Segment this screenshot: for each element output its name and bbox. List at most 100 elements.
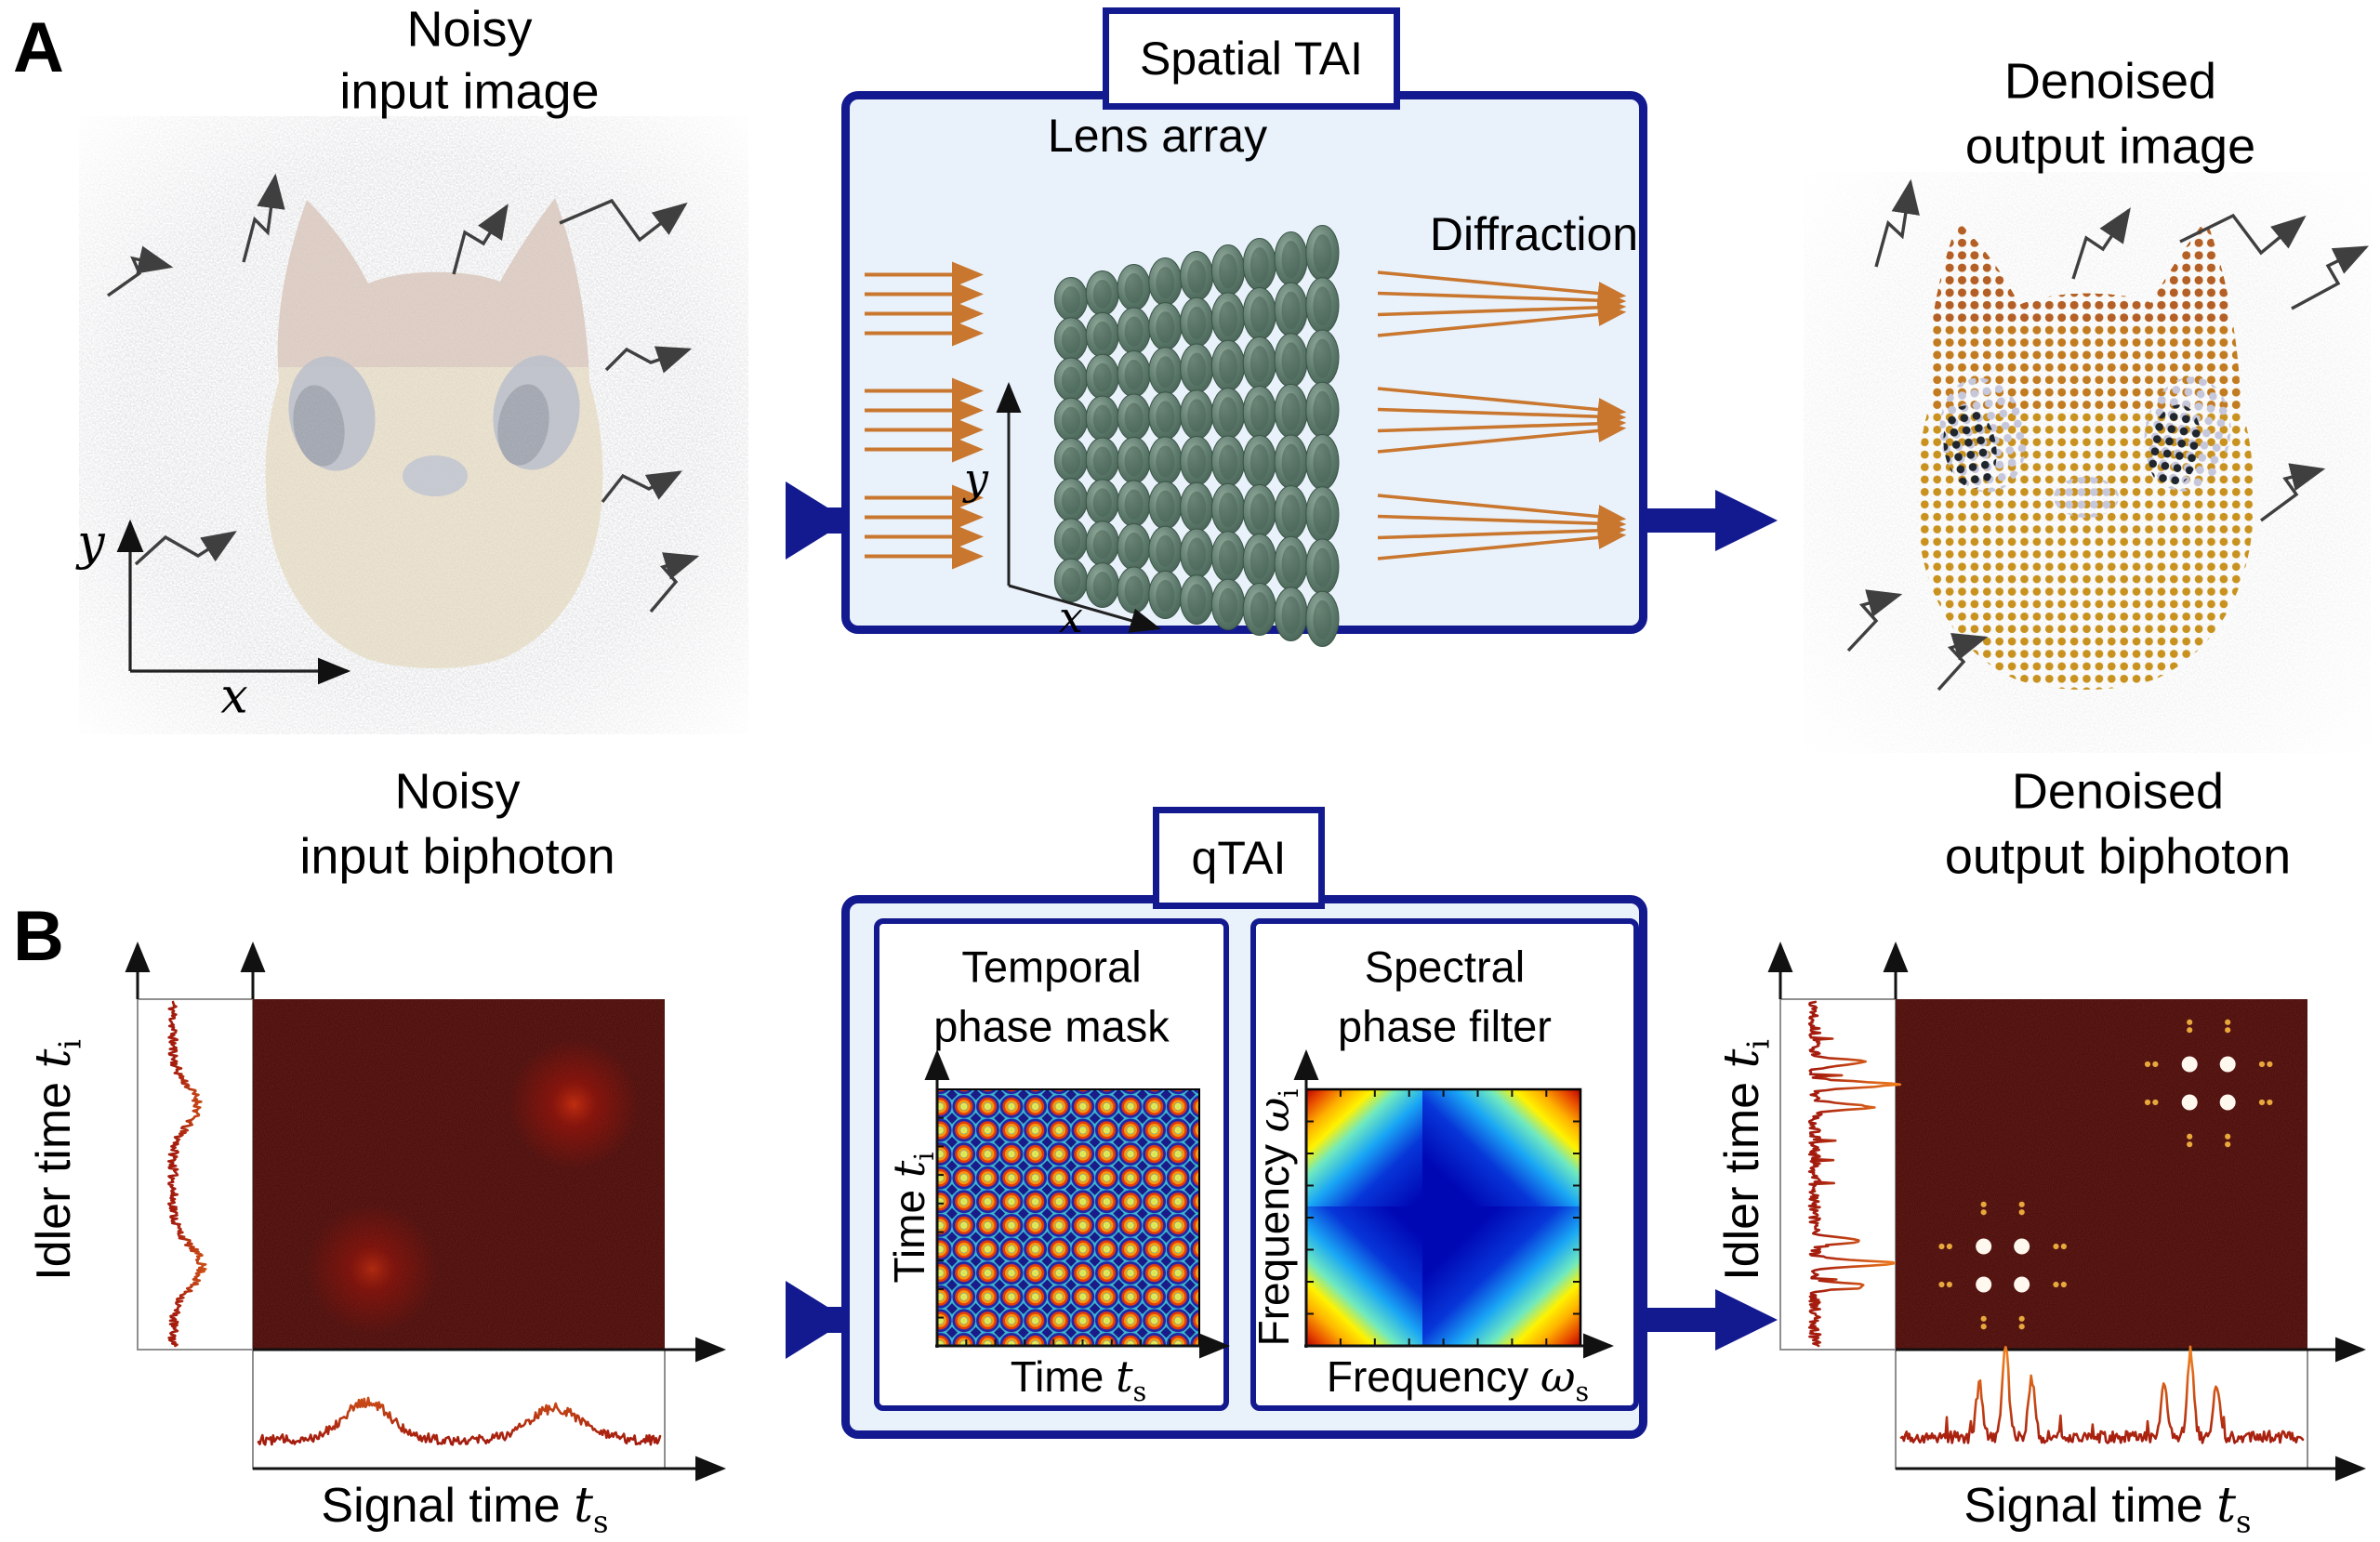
input-biphoton-title-line2: input biphoton [299,828,615,885]
input-image-title-line2: input image [339,63,600,120]
denoised-output-image [1804,172,2371,753]
noise-arrow [601,470,682,504]
output-image-title-line2: output image [1964,118,2256,175]
noise-arrow [242,173,285,263]
axis-text: Signal time [321,1478,575,1533]
axis-sub: s [593,1504,609,1540]
axis-text: Idler time [1714,1068,1769,1281]
temporal-mask-axes [924,1049,1230,1359]
biphoton-blobs [307,1039,640,1335]
noise-arrow [452,204,509,275]
spectral-x-axis-label: Frequency ωs [1327,1354,1589,1406]
axis-sub: i [1740,1039,1777,1049]
temporal-y-axis-label: Time ti [883,1152,941,1284]
noise-arrow [1846,589,1903,652]
denoised-output-biphoton [1767,942,2366,1482]
spectral-title-line2: phase filter [1338,1001,1552,1051]
qtai-title: qTAI [1191,832,1287,884]
lens-y-axis-label: y [964,453,988,504]
temporal-phase-mask-plot [924,1049,1230,1359]
output-biphoton-title-line1: Denoised [2011,763,2225,820]
axis-sub: i [52,1039,88,1049]
input-beams [865,261,984,570]
signal-time-label-input: Signal time ts [321,1481,608,1538]
noise-arrow [2179,213,2307,256]
temporal-title-line2: phase mask [933,1001,1170,1051]
spectral-filter-axes [1293,1049,1614,1359]
axis-sub: i [909,1152,941,1161]
axis-var: t [574,1477,594,1534]
axis-text: Frequency [1326,1351,1540,1401]
noise-arrow [1874,178,1920,268]
lens-array-label: Lens array [1047,109,1268,162]
noisy-input-image [79,116,748,734]
idler-marginal-input [167,1000,207,1348]
noise-photon-arrows-input [107,173,700,613]
axis-var: ω [1540,1351,1576,1402]
axis-text: Frequency [1249,1132,1298,1347]
spectral-phase-filter-plot [1293,1049,1614,1359]
noise-arrow [2071,207,2131,280]
signal-marginal-input [257,1396,662,1446]
output-image-title-line1: Denoised [2003,53,2217,110]
noise-photon-arrows-output [1846,178,2370,692]
input-biphoton-title-line1: Noisy [394,763,521,820]
spatial-tai-title: Spatial TAI [1140,33,1363,85]
signal-marginal-output [1899,1345,2305,1444]
noise-arrow [2259,463,2326,522]
axis-sub: s [2236,1504,2252,1540]
signal-time-label-output: Signal time ts [1964,1481,2251,1538]
axis-text: Time [884,1178,933,1284]
spectral-title-line1: Spectral [1364,942,1526,992]
diffraction-beams [1377,270,1627,560]
noise-arrow [1937,633,1989,692]
axis-var: ω [1248,1097,1299,1133]
dot-cluster [1938,1201,2067,1330]
noise-arrow [2291,245,2370,310]
axis-var: t [1116,1351,1133,1402]
axis-var: t [883,1160,934,1179]
image-x-axis-label: x [220,668,248,725]
temporal-x-axis-label: Time ts [1011,1354,1146,1406]
axis-var: t [2216,1477,2237,1534]
output-arrow-a [1646,490,1778,551]
diffraction-label: Diffraction [1429,207,1639,260]
output-arrow-b [1646,1289,1778,1351]
axis-text: Time [1010,1351,1117,1401]
dot-matrix-cat-features [1939,376,2231,518]
noise-arrow [134,531,237,566]
noise-arrow [649,552,700,613]
idler-time-label-input: Idler time ti [26,1039,88,1281]
biphoton-axes-input [125,942,726,1482]
biphoton-dot-clusters [1938,1019,2273,1330]
input-connector-funnel-b [786,1281,843,1359]
idler-time-label-output: Idler time ti [1713,1039,1777,1281]
spatial-tai-title-box: Spatial TAI [1103,7,1400,110]
noisy-input-biphoton [125,942,726,1482]
dot-cluster [2144,1019,2273,1148]
spectral-y-axis-label: Frequency ωi [1248,1088,1305,1347]
axis-sub: s [1575,1377,1590,1408]
biphoton-axes-output [1767,942,2366,1482]
input-connector-funnel-a [786,481,843,560]
qtai-title-box: qTAI [1153,807,1325,909]
input-image-title-line1: Noisy [406,1,533,58]
noise-arrow [107,245,174,297]
xy-axes-input-image [116,519,351,685]
axis-text: Signal time [1964,1478,2217,1533]
temporal-title-line1: Temporal [961,942,1142,992]
xy-axes-lens-array [996,382,1161,633]
image-y-axis-label: y [77,515,105,572]
lens-array [1053,225,1340,647]
output-biphoton-title-line2: output biphoton [1944,828,2292,885]
axis-sub: i [1274,1088,1305,1098]
idler-marginal-output [1807,1000,1902,1348]
axis-text: Idler time [26,1068,81,1281]
panel-a-label: A [13,8,64,87]
axis-var: t [1713,1048,1770,1069]
biphoton-blob [307,1204,438,1335]
panel-b-label: B [13,897,64,976]
lens-x-axis-label: x [1059,591,1083,642]
